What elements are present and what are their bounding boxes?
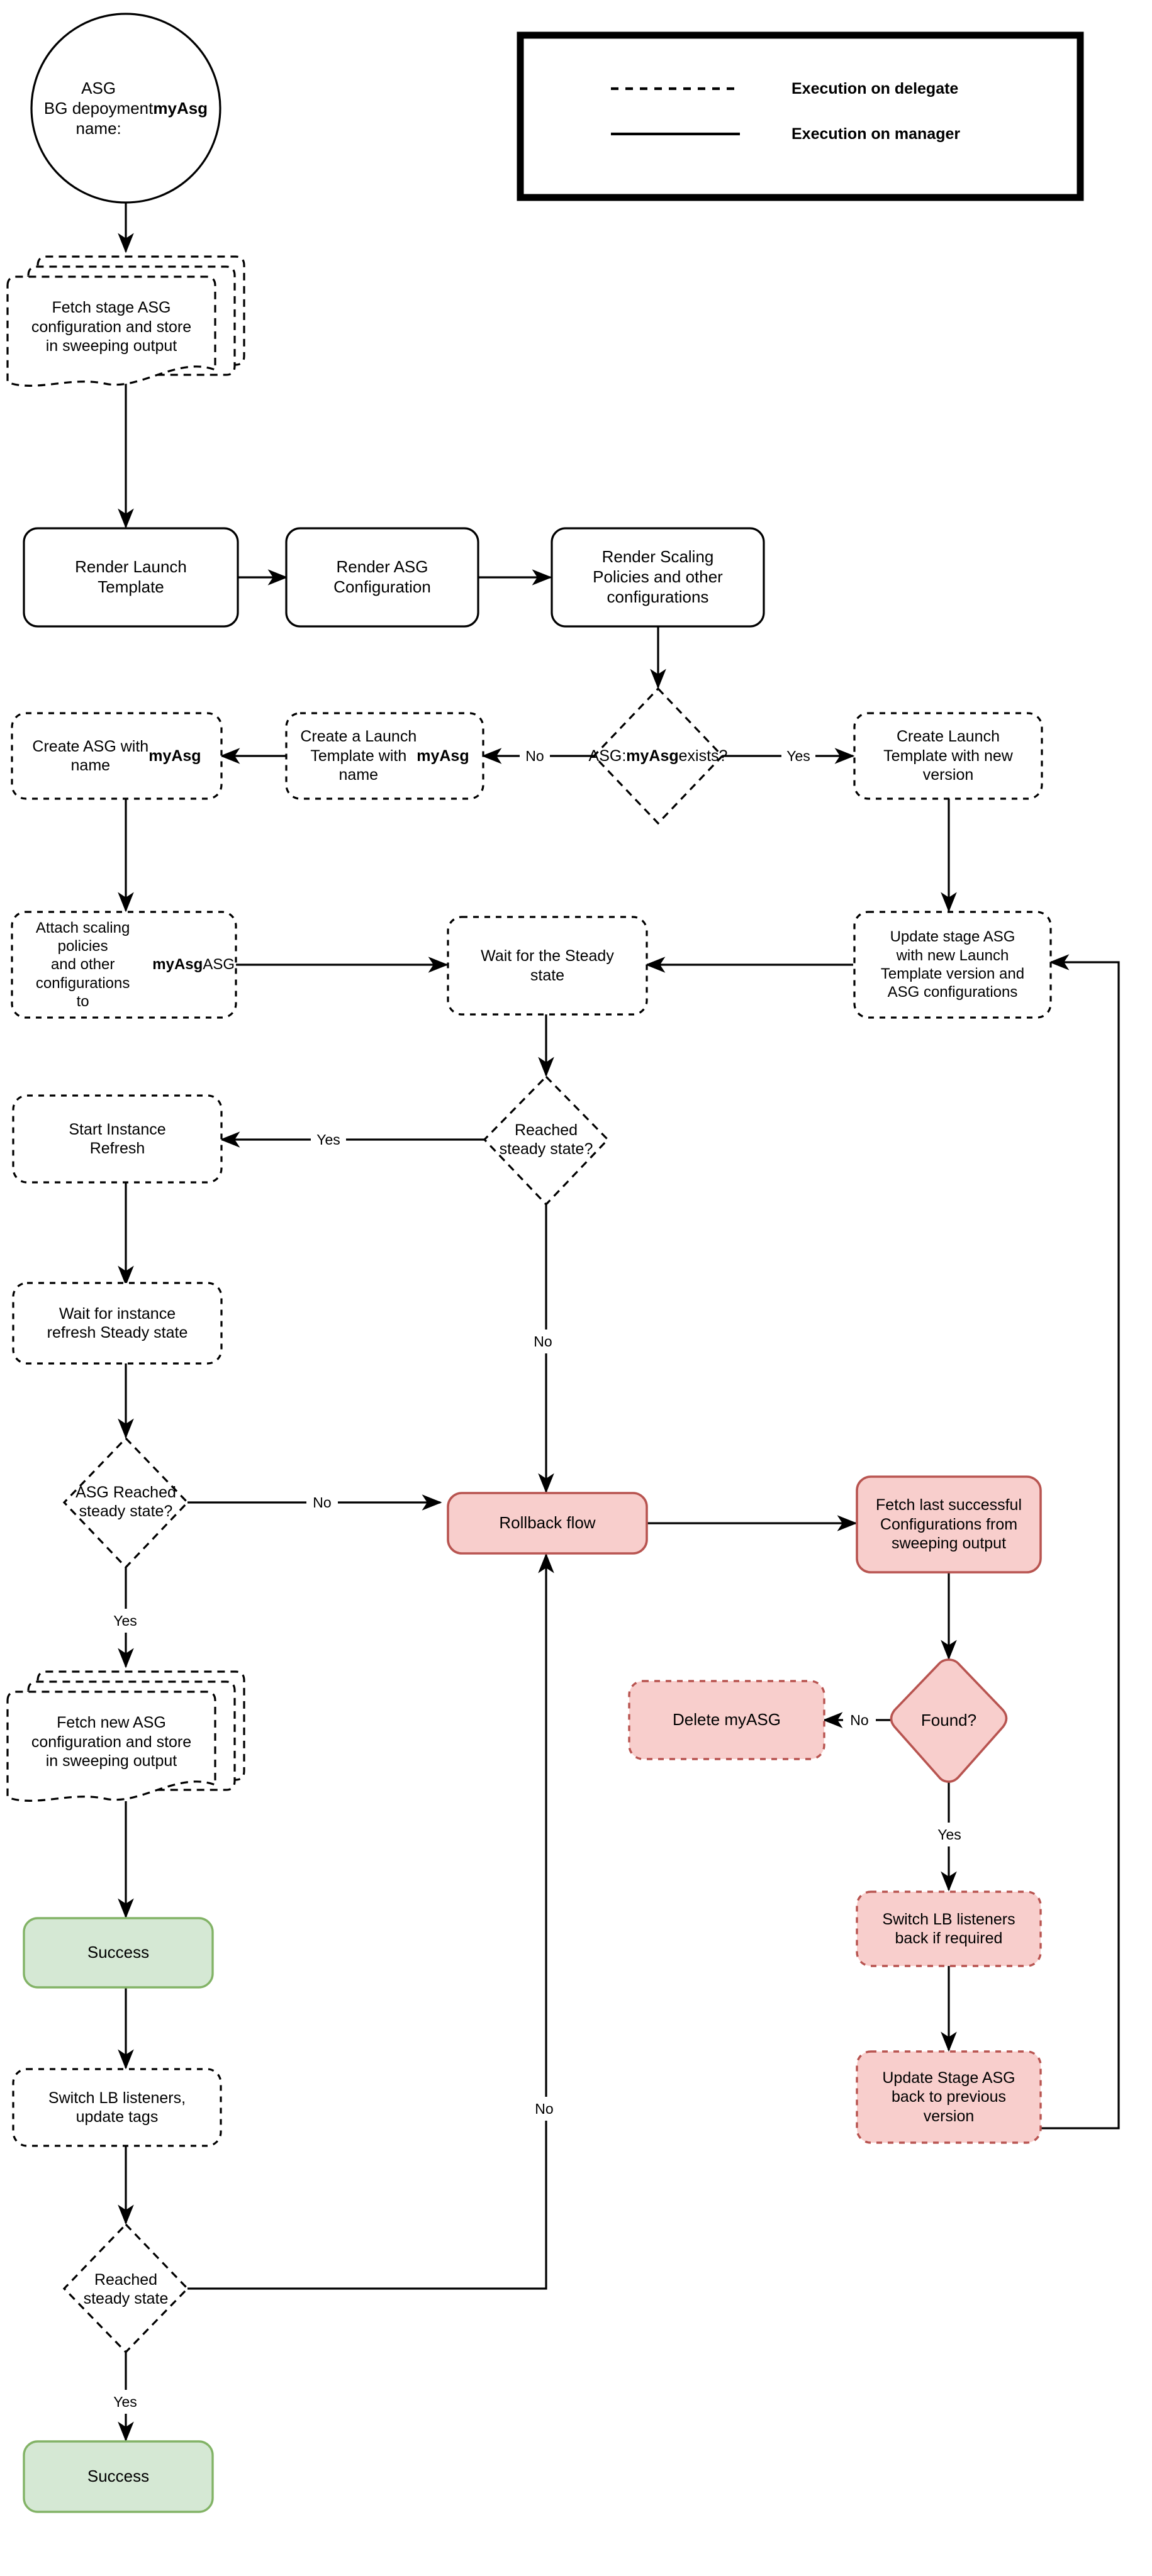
node-render-lt: [23, 527, 239, 628]
node-rollback: [447, 1492, 648, 1555]
node-asg-exists: [592, 687, 724, 825]
edge-label-no-asg-reached: No: [306, 1491, 338, 1514]
edge-label-no-reached1: No: [526, 1330, 560, 1353]
legend-box: [517, 31, 1084, 201]
node-switch-back: [856, 1890, 1042, 1967]
node-create-lt-new: [853, 712, 1043, 800]
edge-label-yes-reached2: Yes: [106, 2390, 145, 2414]
node-reached2: [62, 2223, 189, 2354]
node-fetch-stage: [6, 255, 245, 387]
node-found: [890, 1658, 1008, 1783]
node-wait-steady: [447, 916, 648, 1016]
edge-reached2-no: [187, 1553, 554, 2290]
node-switch-lb: [12, 2068, 222, 2147]
node-start-refresh: [12, 1094, 223, 1184]
node-delete-asg: [628, 1680, 825, 1760]
node-render-scale: [551, 527, 765, 628]
edge-label-yes-found: Yes: [930, 1823, 969, 1846]
edge-update-back-to-update-stage: [1033, 954, 1120, 2129]
edge-label-yes-asg-reached: Yes: [106, 1609, 145, 1633]
edge-label-yes-asg-exists: Yes: [781, 745, 815, 767]
node-update-stage: [853, 911, 1052, 1019]
node-create-asg: [11, 712, 223, 800]
node-create-lt: [285, 712, 484, 800]
node-success2: [23, 2440, 214, 2513]
legend-label-delegate: Execution on delegate: [791, 79, 959, 97]
edge-label-yes-reached1: Yes: [311, 1128, 346, 1151]
node-render-asg: [285, 527, 479, 628]
edge-label-no-asg-exists: No: [520, 745, 550, 767]
node-wait-refresh: [12, 1282, 223, 1365]
node-success1: [23, 1917, 214, 1989]
node-update-back: [856, 2050, 1042, 2144]
edge-label-no-reached2: No: [527, 2097, 561, 2121]
node-fetch-new: [6, 1670, 245, 1802]
node-start: [30, 13, 221, 204]
node-asg-reached: [62, 1436, 189, 1569]
legend-label-manager: Execution on manager: [791, 125, 961, 143]
node-reached1: [483, 1075, 610, 1206]
node-fetch-last: [856, 1475, 1042, 1574]
edge-label-no-found: No: [843, 1708, 876, 1732]
node-attach: [11, 911, 237, 1019]
